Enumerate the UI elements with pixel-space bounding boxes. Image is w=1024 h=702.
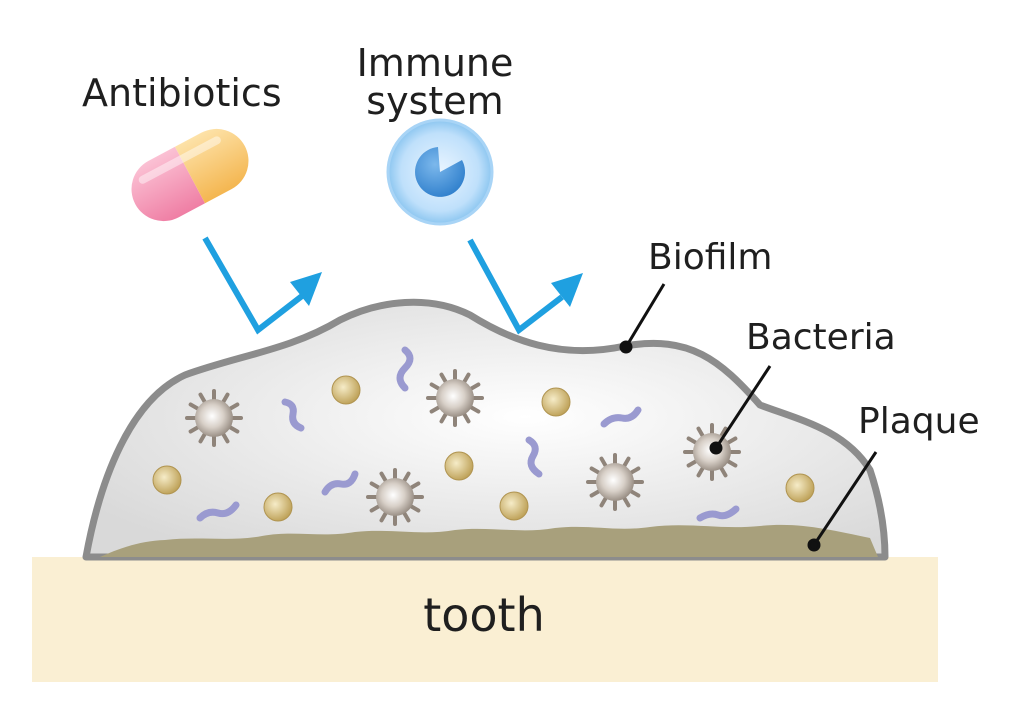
immune-label-line1: Immune	[356, 41, 514, 85]
phagocyte-icon	[386, 118, 494, 226]
tooth-label: tooth	[423, 588, 545, 642]
capsule-yellow-half	[174, 128, 249, 204]
spiky-bacterium	[426, 369, 484, 427]
rod-bacterium	[600, 406, 642, 428]
biofilm-body	[82, 298, 889, 561]
rod-bacterium	[196, 501, 240, 522]
rod-bacteria-group	[196, 346, 740, 522]
plaque-label: Plaque	[858, 401, 980, 442]
blocked-arrows	[202, 236, 564, 335]
capsule-icon	[131, 128, 249, 222]
pointer-lines	[619, 283, 878, 552]
antibiotic-arrowhead	[290, 272, 322, 306]
arrow-heads	[290, 272, 583, 307]
rod-bacterium	[525, 436, 543, 478]
rod-bacterium	[396, 346, 414, 392]
antibiotics-label: Antibiotics	[82, 71, 282, 115]
bacteria-pointer-dot	[709, 441, 723, 455]
coccus	[541, 387, 571, 417]
bacteria-label: Bacteria	[746, 317, 896, 358]
immune-system-label: Immune system	[350, 44, 520, 120]
rod-bacterium	[696, 505, 740, 522]
coccus	[331, 375, 361, 405]
coccus	[785, 473, 815, 503]
bacteria-pointer	[714, 365, 772, 449]
rod-bacterium	[281, 398, 305, 432]
biofilm-label: Biofilm	[648, 237, 773, 278]
immune-label-line2: system	[366, 79, 504, 123]
tooth-block	[32, 557, 938, 682]
spiky-bacterium	[586, 453, 644, 511]
spiky-bacterium	[683, 423, 741, 481]
biofilm-pointer-dot	[619, 340, 633, 354]
rod-bacterium	[321, 470, 359, 496]
capsule-pink-half	[131, 146, 206, 222]
plaque-layer	[100, 524, 878, 557]
coccus	[444, 451, 474, 481]
plaque-pointer-dot	[807, 538, 821, 552]
immune-arrowhead	[551, 273, 583, 307]
immune-arrow	[467, 238, 564, 335]
spiky-bacterium	[185, 389, 243, 447]
cocci-group	[152, 375, 815, 522]
coccus	[263, 492, 293, 522]
plaque-pointer	[812, 451, 878, 546]
phagocyte-nucleus	[415, 147, 466, 197]
spiky-bacteria-group	[185, 369, 741, 526]
biofilm-pointer	[624, 283, 666, 348]
coccus	[152, 465, 182, 495]
spiky-bacterium	[366, 468, 424, 526]
coccus	[499, 491, 529, 521]
antibiotic-arrow	[202, 236, 304, 335]
